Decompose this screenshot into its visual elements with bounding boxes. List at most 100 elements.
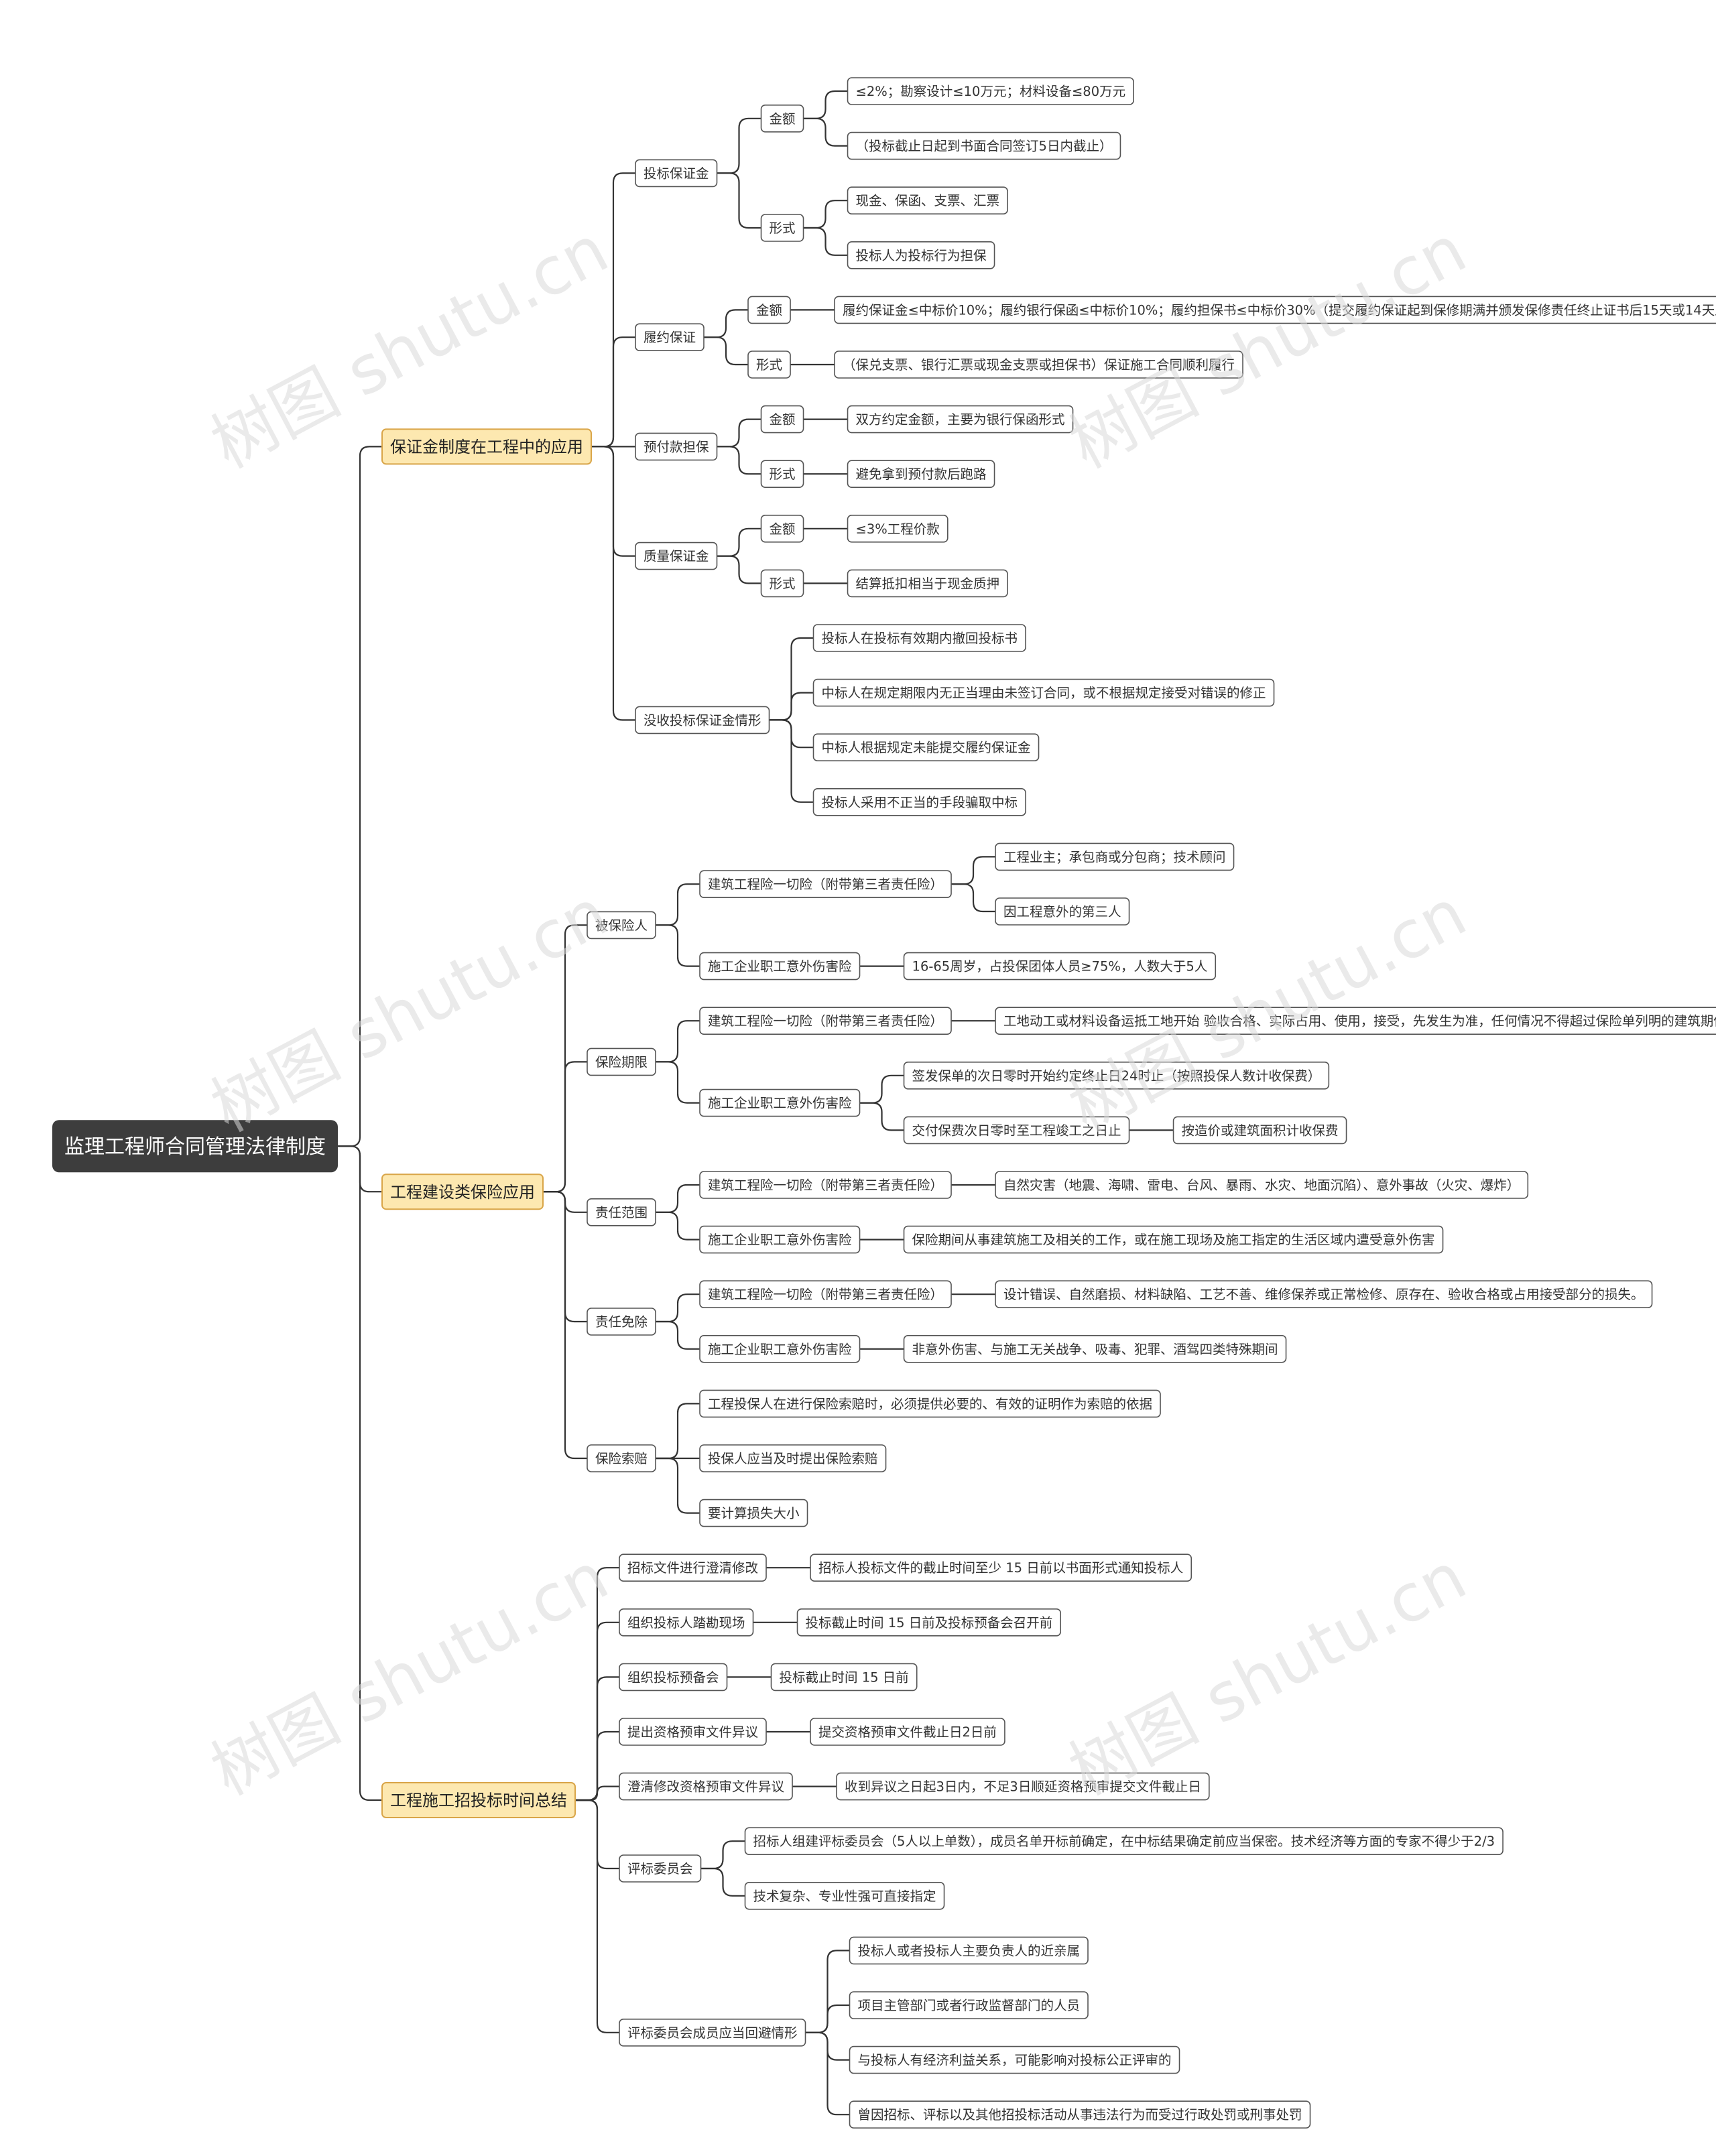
leaf-node[interactable]: 提交资格预审文件截止日2日前 — [810, 1718, 1005, 1746]
node-box — [847, 186, 1008, 215]
topic-node[interactable]: 保险期限 — [587, 1048, 656, 1076]
topic-node[interactable]: 澄清修改资格预审文件异议 — [619, 1772, 793, 1801]
leaf-node[interactable]: 结算抵扣相当于现金质押 — [847, 569, 1008, 598]
node-label: ≤3%工程价款 — [856, 521, 940, 537]
topic-node[interactable]: 组织投标人踏勘现场 — [619, 1608, 754, 1637]
node-label: 建筑工程险一切险（附带第三者责任险） — [708, 1013, 943, 1029]
leaf-node[interactable]: ≤3%工程价款 — [847, 514, 948, 543]
node-box — [587, 911, 656, 940]
leaf-node[interactable]: 投标人为投标行为担保 — [847, 241, 995, 269]
branch-node[interactable]: 保证金制度在工程中的应用 — [381, 428, 592, 465]
connector-line — [543, 1061, 587, 1193]
leaf-node[interactable]: 双方约定金额，主要为银行保函形式 — [847, 405, 1074, 434]
topic-node[interactable]: 投标保证金 — [635, 159, 718, 188]
mind-map-nodes: 监理工程师合同管理法律制度保证金制度在工程中的应用投标保证金金额≤2%；勘察设计… — [52, 77, 1716, 2129]
leaf-node[interactable]: 非意外伤害、与施工无关战争、吸毒、犯罪、酒驾四类特殊期间 — [903, 1335, 1287, 1363]
topic-node[interactable]: 招标文件进行澄清修改 — [619, 1553, 767, 1582]
topic-node[interactable]: 没收投标保证金情形 — [635, 706, 770, 735]
topic-node[interactable]: 交付保费次日零时至工程竣工之日止 — [903, 1116, 1130, 1145]
leaf-node[interactable]: 收到异议之日起3日内，不足3日顺延资格预审提交文件截止日 — [836, 1772, 1210, 1801]
node-label: 评标委员会 — [627, 1861, 693, 1877]
leaf-node[interactable]: 要计算损失大小 — [699, 1499, 808, 1527]
leaf-node[interactable]: 现金、保函、支票、汇票 — [847, 186, 1008, 215]
leaf-node[interactable]: 工地动工或材料设备运抵工地开始 验收合格、实际占用、使用，接受，先发生为准，任何… — [995, 1007, 1716, 1035]
leaf-node[interactable]: 因工程意外的第三人 — [995, 897, 1130, 926]
leaf-node[interactable]: 履约保证金≤中标价10%；履约银行保函≤中标价10%；履约担保书≤中标价30%（… — [834, 296, 1716, 324]
node-label: 工程施工招投标时间总结 — [390, 1791, 567, 1810]
node-label: 金额 — [770, 412, 796, 428]
leaf-node[interactable]: 中标人在规定期限内无正当理由未签订合同，或不根据规定接受对错误的修正 — [812, 678, 1275, 707]
topic-node[interactable]: 施工企业职工意外伤害险 — [699, 1225, 861, 1254]
leaf-node[interactable]: 工程业主；承包商或分包商；技术顾问 — [995, 842, 1235, 871]
node-box — [619, 1608, 754, 1637]
topic-node[interactable]: 形式 — [747, 351, 791, 379]
leaf-node[interactable]: （投标截止日起到书面合同签订5日内截止） — [847, 131, 1121, 160]
leaf-node[interactable]: 中标人根据规定未能提交履约保证金 — [812, 733, 1040, 761]
node-box — [995, 1280, 1653, 1308]
leaf-node[interactable]: 投标人或者投标人主要负责人的近亲属 — [849, 1936, 1089, 1965]
connector-line — [656, 1457, 700, 1514]
topic-node[interactable]: 建筑工程险一切险（附带第三者责任险） — [699, 1280, 952, 1308]
leaf-node[interactable]: 招标人投标文件的截止时间至少 15 日前以书面形式通知投标人 — [810, 1553, 1192, 1582]
leaf-node[interactable]: 保险期间从事建筑施工及相关的工作，或在施工现场及施工指定的生活区域内遭受意外伤害 — [903, 1225, 1444, 1254]
leaf-node[interactable]: 投标人在投标有效期内撤回投标书 — [812, 624, 1026, 652]
branch-node[interactable]: 工程施工招投标时间总结 — [381, 1782, 576, 1818]
branch-node[interactable]: 工程建设类保险应用 — [381, 1174, 544, 1210]
topic-node[interactable]: 施工企业职工意外伤害险 — [699, 1335, 861, 1363]
topic-node[interactable]: 评标委员会 — [619, 1854, 702, 1883]
root-node[interactable]: 监理工程师合同管理法律制度 — [52, 1120, 338, 1173]
node-box — [1172, 1116, 1347, 1145]
connector-line — [951, 883, 996, 913]
node-box — [699, 1171, 952, 1199]
topic-node[interactable]: 形式 — [760, 460, 804, 489]
topic-node[interactable]: 建筑工程险一切险（附带第三者责任险） — [699, 1007, 952, 1035]
node-box — [619, 1772, 793, 1801]
topic-node[interactable]: 金额 — [760, 105, 804, 133]
leaf-node[interactable]: 投标截止时间 15 日前及投标预备会召开前 — [796, 1608, 1062, 1637]
leaf-node[interactable]: 项目主管部门或者行政监督部门的人员 — [849, 1991, 1089, 2019]
topic-node[interactable]: 组织投标预备会 — [619, 1663, 728, 1692]
node-label: （投标截止日起到书面合同签订5日内截止） — [856, 139, 1113, 154]
topic-node[interactable]: 金额 — [747, 296, 791, 324]
node-box — [903, 1225, 1444, 1254]
leaf-node[interactable]: 设计错误、自然磨损、材料缺陷、工艺不善、维修保养或正常检修、原存在、验收合格或占… — [995, 1280, 1653, 1308]
leaf-node[interactable]: 工程投保人在进行保险索赔时，必须提供必要的、有效的证明作为索赔的依据 — [699, 1389, 1161, 1418]
leaf-node[interactable]: 投标人采用不正当的手段骗取中标 — [812, 788, 1026, 816]
node-box — [699, 1389, 1161, 1418]
leaf-node[interactable]: 签发保单的次日零时开始约定终止日24时止（按照投保人数计收保费） — [903, 1062, 1330, 1090]
topic-node[interactable]: 责任范围 — [587, 1198, 656, 1226]
topic-node[interactable]: 预付款担保 — [635, 432, 718, 461]
leaf-node[interactable]: 16-65周岁，占投保团体人员≥75%，人数大于5人 — [903, 952, 1217, 980]
connector-line — [656, 1320, 700, 1350]
topic-node[interactable]: 建筑工程险一切险（附带第三者责任险） — [699, 870, 952, 898]
node-box — [836, 1772, 1210, 1801]
topic-node[interactable]: 提出资格预审文件异议 — [619, 1718, 767, 1746]
topic-node[interactable]: 保险索赔 — [587, 1444, 656, 1472]
leaf-node[interactable]: 投保人应当及时提出保险索赔 — [699, 1444, 887, 1472]
topic-node[interactable]: 责任免除 — [587, 1308, 656, 1336]
topic-node[interactable]: 金额 — [760, 514, 804, 543]
topic-node[interactable]: 质量保证金 — [635, 542, 718, 570]
topic-node[interactable]: 形式 — [760, 214, 804, 242]
leaf-node[interactable]: 技术复杂、专业性强可直接指定 — [744, 1882, 945, 1910]
topic-node[interactable]: 履约保证 — [635, 323, 704, 352]
node-box — [770, 1663, 918, 1692]
topic-node[interactable]: 被保险人 — [587, 911, 656, 940]
node-box — [847, 131, 1121, 160]
leaf-node[interactable]: 与投标人有经济利益关系，可能影响对投标公正评审的 — [849, 2045, 1180, 2074]
leaf-node[interactable]: （保兑支票、银行汇票或现金支票或担保书）保证施工合同顺利履行 — [834, 351, 1243, 379]
leaf-node[interactable]: 避免拿到预付款后跑路 — [847, 460, 995, 489]
topic-node[interactable]: 金额 — [760, 405, 804, 434]
topic-node[interactable]: 施工企业职工意外伤害险 — [699, 1088, 861, 1117]
topic-node[interactable]: 评标委员会成员应当回避情形 — [619, 2019, 806, 2047]
leaf-node[interactable]: 按造价或建筑面积计收保费 — [1172, 1116, 1347, 1145]
node-label: 按造价或建筑面积计收保费 — [1182, 1123, 1339, 1138]
leaf-node[interactable]: 投标截止时间 15 日前 — [770, 1663, 918, 1692]
leaf-node[interactable]: 招标人组建评标委员会（5人以上单数），成员名单开标前确定，在中标结果确定前应当保… — [744, 1827, 1504, 1855]
topic-node[interactable]: 施工企业职工意外伤害险 — [699, 952, 861, 980]
topic-node[interactable]: 建筑工程险一切险（附带第三者责任险） — [699, 1171, 952, 1199]
leaf-node[interactable]: 曾因招标、评标以及其他招投标活动从事违法行为而受过行政处罚或刑事处罚 — [849, 2100, 1311, 2129]
leaf-node[interactable]: ≤2%；勘察设计≤10万元；材料设备≤80万元 — [847, 77, 1134, 105]
leaf-node[interactable]: 自然灾害（地震、海啸、雷电、台风、暴雨、水灾、地面沉陷）、意外事故（火灾、爆炸） — [995, 1171, 1529, 1199]
topic-node[interactable]: 形式 — [760, 569, 804, 598]
